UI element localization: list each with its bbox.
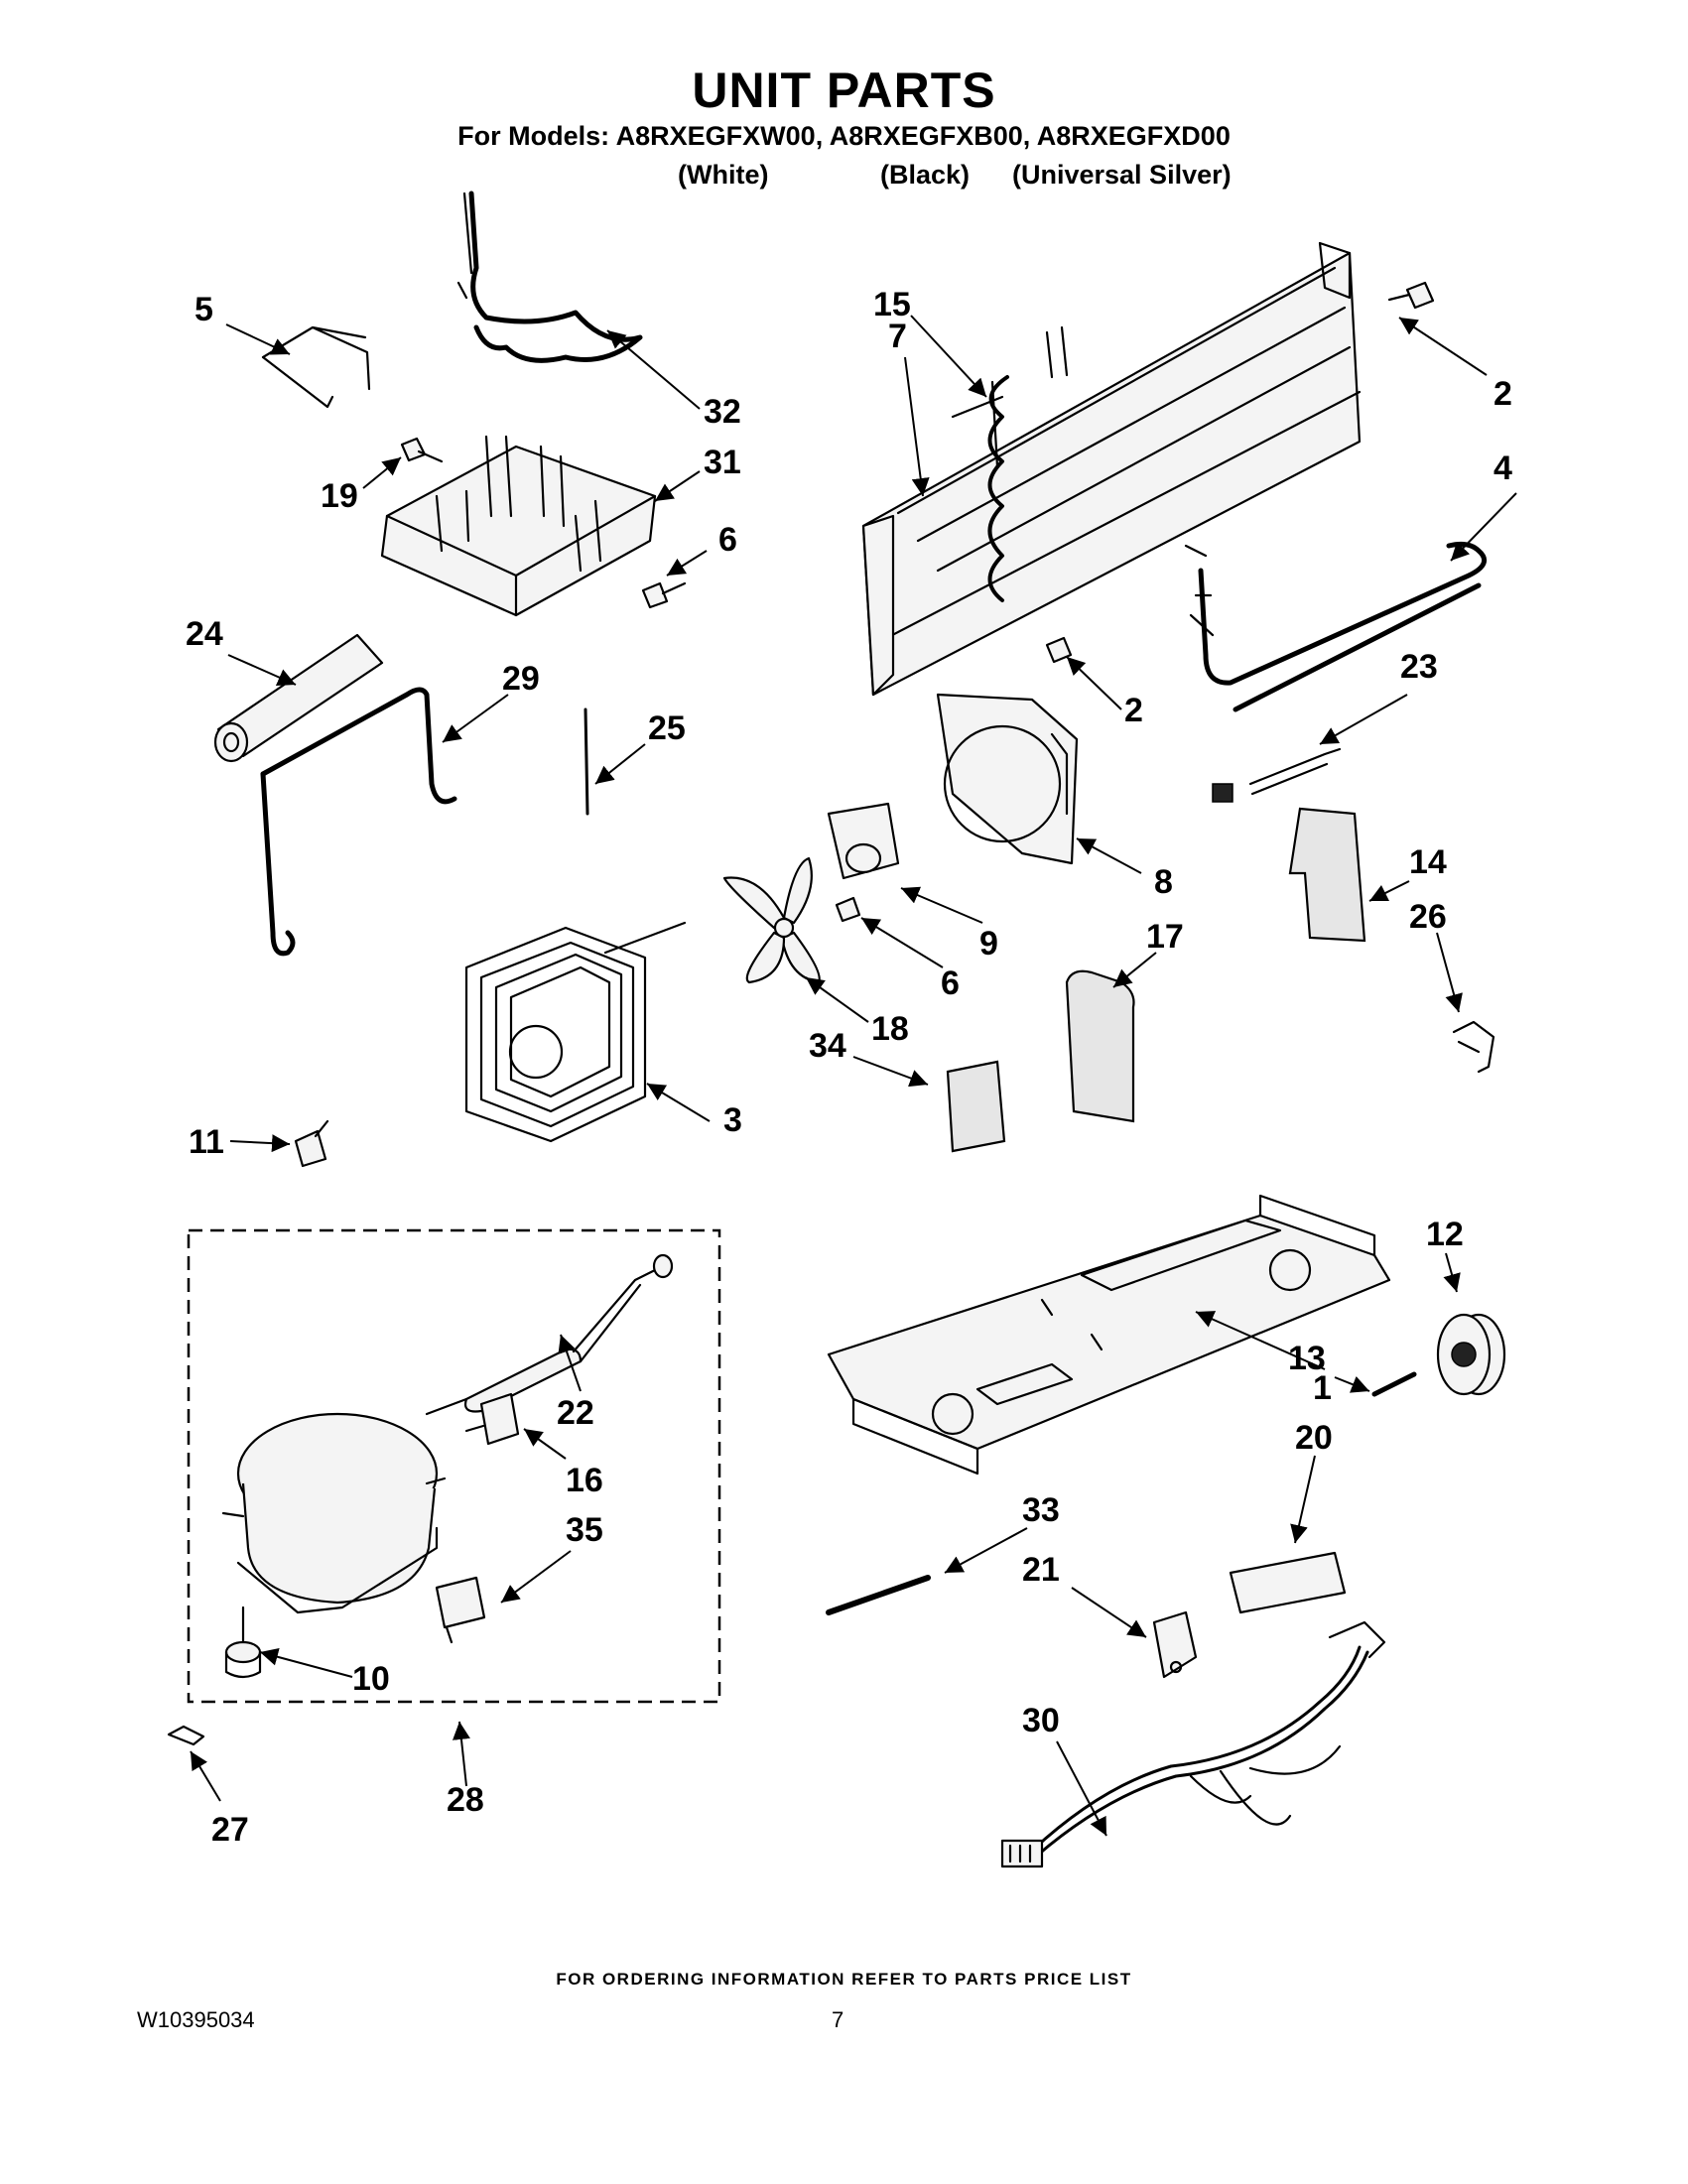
part-17-foam-block	[1065, 969, 1135, 1123]
callout-1: 1	[1313, 1369, 1332, 1407]
callout-labels: 5 32 19 31 6 15 7 2 4 2 24 29 25 23 8 9 …	[186, 286, 1512, 1849]
callout-20: 20	[1295, 1419, 1333, 1457]
page-number: 7	[832, 2007, 844, 2032]
callout-13: 13	[1288, 1340, 1326, 1377]
callout-31: 31	[704, 444, 741, 481]
part-11-clip	[294, 1119, 329, 1168]
callout-16: 16	[566, 1462, 603, 1499]
part-35-overload	[435, 1576, 486, 1644]
part-19-screw	[400, 437, 444, 463]
callout-2-upper: 2	[1493, 375, 1512, 413]
part-2-screw-upper	[1387, 281, 1435, 310]
callout-22: 22	[557, 1394, 594, 1432]
part-21-bracket	[1152, 1610, 1198, 1679]
part-evaporator-coil	[861, 241, 1362, 697]
part-27-clip	[167, 1725, 205, 1746]
callout-3: 3	[723, 1101, 742, 1139]
variant-black: (Black)	[880, 160, 971, 190]
callout-24: 24	[186, 615, 223, 653]
part-8-fan-shroud	[936, 693, 1079, 865]
part-32-heater-tube	[456, 191, 643, 363]
compressor-kit-boundary	[187, 1228, 721, 1704]
part-4-defrost-heater	[1184, 541, 1488, 712]
callout-17: 17	[1146, 918, 1184, 956]
variant-white: (White)	[678, 160, 769, 190]
part-16-relay	[464, 1392, 520, 1446]
page-title: UNIT PARTS	[692, 63, 996, 118]
callout-2-lower: 2	[1124, 692, 1143, 729]
document-number: W10395034	[137, 2007, 255, 2032]
callout-4: 4	[1493, 450, 1512, 487]
part-1-base-pan	[827, 1194, 1391, 1476]
part-2-screw-lower	[1045, 636, 1073, 664]
callout-8: 8	[1154, 863, 1173, 901]
callout-27: 27	[211, 1811, 249, 1849]
callout-26: 26	[1409, 898, 1447, 936]
ordering-note: FOR ORDERING INFORMATION REFER TO PARTS …	[556, 1970, 1132, 1989]
callout-30: 30	[1022, 1702, 1060, 1739]
callout-6-upper: 6	[718, 521, 737, 559]
part-22-filter-drier	[425, 1253, 674, 1416]
callout-5: 5	[195, 291, 213, 328]
part-5-clip	[261, 325, 371, 409]
part-6-screw-upper	[641, 581, 687, 609]
part-14-foam-block	[1288, 807, 1366, 943]
part-12-roller	[1436, 1313, 1506, 1396]
callout-19: 19	[321, 477, 358, 515]
part-34-foam-pad	[946, 1060, 1006, 1153]
callout-25: 25	[648, 709, 686, 747]
part-6-screw-lower	[835, 896, 861, 923]
part-31-control-housing	[380, 435, 657, 617]
callout-10: 10	[352, 1660, 390, 1698]
models-line: For Models: A8RXEGFXW00, A8RXEGFXB00, A8…	[457, 121, 1231, 151]
callout-34: 34	[809, 1027, 846, 1065]
part-3-condenser-coil	[464, 921, 687, 1143]
part-29-tube-assembly	[260, 687, 457, 957]
leader-arrows	[190, 315, 1517, 1837]
part-24-insulation-tube	[213, 633, 384, 763]
part-13-axle-pin	[1371, 1371, 1417, 1397]
part-26-clip	[1452, 1020, 1495, 1074]
part-23-cable-tie	[1212, 747, 1342, 803]
part-20-label	[1229, 1551, 1347, 1614]
callout-29: 29	[502, 660, 540, 698]
part-10-grommet	[224, 1606, 262, 1679]
part-compressor	[221, 1412, 447, 1614]
callout-21: 21	[1022, 1551, 1060, 1589]
callout-35: 35	[566, 1511, 603, 1549]
part-25-rod	[584, 707, 589, 816]
callout-23: 23	[1400, 648, 1438, 686]
callout-9: 9	[979, 925, 998, 963]
part-30-wiring-harness	[1000, 1620, 1386, 1868]
variant-universal-silver: (Universal Silver)	[1012, 160, 1232, 190]
callout-18: 18	[871, 1010, 909, 1048]
callout-12: 12	[1426, 1216, 1464, 1253]
callout-11: 11	[189, 1123, 224, 1161]
callout-7: 7	[888, 318, 907, 355]
callout-14: 14	[1409, 843, 1447, 881]
callout-33: 33	[1022, 1491, 1060, 1529]
part-33-tube	[826, 1575, 931, 1615]
part-18-fan-blade	[722, 856, 821, 984]
callout-6-lower: 6	[941, 964, 960, 1002]
callout-15: 15	[873, 286, 911, 323]
part-9-fan-motor	[827, 802, 900, 880]
callout-32: 32	[704, 393, 741, 431]
callout-28: 28	[447, 1781, 484, 1819]
